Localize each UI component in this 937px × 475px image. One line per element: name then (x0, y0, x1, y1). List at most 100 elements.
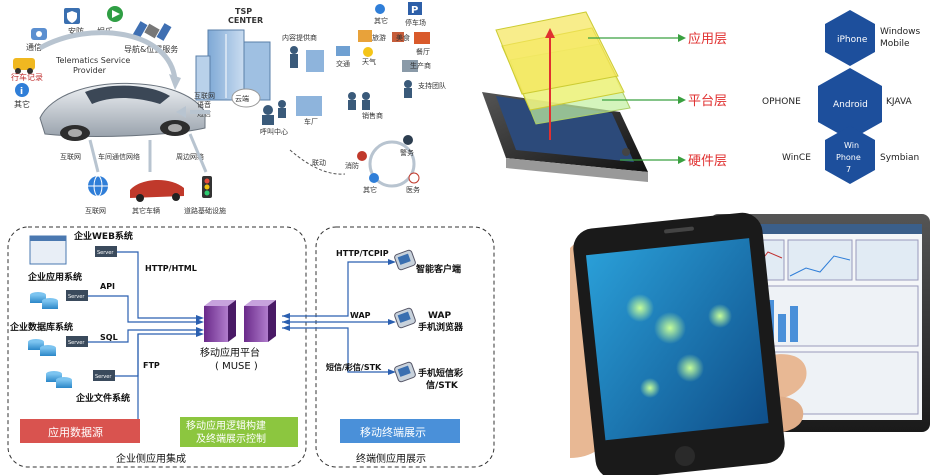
label-other-left: 其它 (14, 99, 30, 109)
layered-phone-svg: 应用层 平台层 硬件层 (482, 11, 727, 182)
label-windows-mobile-2: Mobile (880, 39, 910, 49)
tsp-building-icon (195, 29, 271, 101)
server-label-db: Server (68, 340, 85, 346)
label-win-phone-1: Win (844, 141, 859, 150)
server-label-file: Server (95, 374, 112, 380)
label-kjava: KJAVA (886, 97, 913, 107)
data-source-button-label: 应用数据源 (48, 425, 103, 439)
label-support-team: 支持团队 (418, 81, 446, 90)
label-restaurant: 餐厅 (416, 47, 430, 56)
data-source-button: 应用数据源 (20, 419, 140, 443)
terminal-connectors (282, 261, 392, 373)
layer-app-shape (495, 11, 619, 95)
label-other-top: 其它 (374, 16, 388, 25)
label-parking: 停车场 (405, 18, 426, 27)
file-system-icon (46, 370, 115, 388)
telematics-diagram: 安防 娱乐 通信 导航&位置服务 行车记录 i 其它 Telematics (0, 0, 470, 228)
label-internet-link: 互联网 (60, 152, 81, 161)
label-iphone: iPhone (837, 35, 868, 45)
app-system-icon (30, 290, 88, 309)
label-content-service: 内容提供商 (282, 33, 317, 42)
label-traffic: 交通 (336, 59, 350, 68)
muse-server-icon (204, 300, 276, 342)
logic-control-button: 移动应用逻辑构建 及终端展示控制 (180, 417, 298, 447)
svg-text:i: i (20, 87, 23, 97)
label-platform-layer: 平台层 (688, 94, 727, 109)
label-ophone: OPHONE (762, 97, 801, 107)
label-sales: 销售商 (362, 111, 383, 120)
db-system-icon (28, 336, 88, 356)
label-windows-mobile-1: Windows (880, 27, 920, 37)
label-db-system: 企业数据库系统 (9, 321, 73, 333)
car-icon (39, 82, 206, 141)
label-app-system: 企业应用系统 (27, 271, 82, 283)
traffic-light-icon (202, 176, 212, 198)
entertainment-icon (107, 6, 123, 22)
label-terminal-side: 终端侧应用展示 (356, 452, 426, 465)
linkage-dashed-line (289, 149, 346, 175)
label-driving-record: 行车记录 (11, 72, 43, 82)
label-win-phone-2: Phone (836, 153, 861, 162)
cloud-bubble-icon: 云端 (231, 88, 261, 108)
svg-text:P: P (411, 5, 418, 16)
label-v2v-link: 车间通信网络 (98, 152, 140, 161)
server-label-app: Server (68, 294, 85, 300)
terminal-display-button: 移动终端展示 (340, 419, 460, 443)
android-hex (818, 68, 882, 140)
provider-line2: Provider (73, 66, 107, 75)
sms-client-device-icon (394, 361, 416, 383)
support-team-icon (404, 80, 412, 98)
logic-control-label-1: 移动应用逻辑构建 (186, 419, 266, 432)
web-system-icon (29, 235, 117, 265)
label-security: 安防 (68, 26, 84, 36)
label-platform-1: 移动应用平台 (200, 346, 260, 359)
terminal-display-label: 移动终端展示 (360, 425, 426, 439)
other-bottom-icon (369, 173, 379, 183)
parking-icon: P (408, 2, 422, 16)
label-http-html: HTTP/HTML (145, 264, 197, 273)
phone-monitor-photo (570, 208, 937, 475)
travel-icon (358, 30, 372, 42)
food-icon (392, 32, 404, 42)
label-wap: WAP (350, 311, 371, 320)
info-icon: i (15, 83, 29, 97)
telematics-svg: 安防 娱乐 通信 导航&位置服务 行车记录 i 其它 Telematics (11, 2, 446, 215)
internet-globe-icon (88, 175, 108, 197)
muse-svg: Server 企业WEB系统 Server 企业应用系统 Server 企业数据… (7, 226, 495, 468)
layered-phone-diagram: 应用层 平台层 硬件层 (470, 0, 760, 200)
label-call-center: 呼叫中心 (260, 127, 288, 136)
label-wap-browser-1: WAP (428, 311, 451, 321)
other-vehicle-icon (130, 179, 184, 202)
mobile-os-diagram: iPhone Android Win Phone 7 Windows Mobil… (760, 0, 937, 200)
enterprise-container (7, 226, 307, 468)
label-fleet: 车厂 (304, 117, 318, 126)
label-ftp: FTP (143, 361, 160, 370)
label-enterprise-side: 企业侧应用集成 (116, 452, 186, 465)
label-wap-browser-2: 手机浏览器 (418, 321, 464, 333)
label-road-link: 周边网络 (176, 152, 204, 161)
phone-monitor-svg (570, 212, 930, 475)
muse-architecture-diagram: Server 企业WEB系统 Server 企业应用系统 Server 企业数据… (0, 222, 500, 475)
provider-arc-head (169, 74, 181, 90)
label-police: 警务 (400, 148, 414, 157)
label-http-tcpip: HTTP/TCPIP (336, 249, 389, 258)
label-linkage: 联动 (312, 158, 326, 167)
label-sms-client-2: 信/STK (426, 379, 459, 391)
producer-icon (402, 60, 418, 72)
label-road-infra: 道路基础设施 (184, 206, 226, 215)
label-android: Android (833, 100, 868, 110)
label-app-layer: 应用层 (688, 31, 727, 47)
label-navigation: 导航&位置服务 (124, 44, 178, 54)
label-smart-client: 智能客户端 (416, 263, 461, 275)
server-label-web: Server (97, 250, 114, 256)
communication-icon (31, 28, 47, 40)
tsp-subtitle: CENTER (228, 16, 263, 25)
content-people-icon (290, 46, 324, 72)
label-platform-2: ( MUSE ) (215, 361, 258, 372)
label-sms-client-1: 手机短信彩 (418, 367, 463, 379)
provider-arc (38, 30, 178, 81)
call-center-icon (262, 105, 274, 125)
sales-icon (348, 92, 370, 110)
medical-icon (408, 172, 420, 184)
label-sql: SQL (100, 333, 118, 342)
